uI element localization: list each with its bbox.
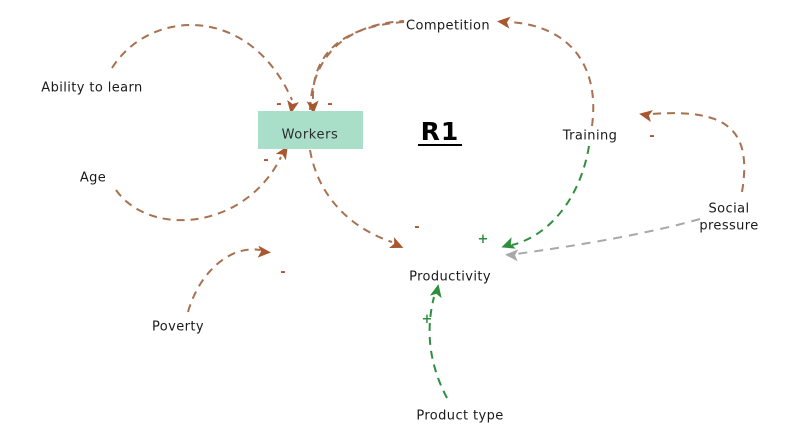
- node-label-product_type: Product type: [416, 409, 503, 424]
- arrowhead-shape: [497, 16, 511, 29]
- causal-link-competition-to-workers: [311, 21, 405, 100]
- arrowhead-poverty: [257, 245, 271, 258]
- node-label-competition: Competition: [406, 19, 490, 34]
- arrowhead-competition: [497, 16, 511, 29]
- causal-link-training-to-productivity: [511, 145, 590, 246]
- arrowhead-productivity-gray: [505, 249, 519, 262]
- causal-link-training-to-competition: [509, 21, 595, 127]
- loop-labels-layer: R1: [418, 117, 462, 146]
- node-label-social_pressure_l1: Social: [709, 202, 750, 217]
- polarity-sign-ability-to-workers: -: [276, 97, 281, 112]
- polarity-signs-layer: - - - - - + - +: [263, 97, 654, 327]
- arrowhead-productivity-bottom: [429, 284, 442, 299]
- node-label-ability: Ability to learn: [41, 81, 142, 96]
- causal-link-ability-to-workers: [111, 24, 293, 101]
- causal-link-workers-to-competition: [309, 20, 405, 111]
- polarity-sign-training-to-productivity: +: [478, 232, 489, 247]
- arrowhead-workers-bottom-left: [275, 146, 288, 161]
- polarity-sign-competition-to-workers: -: [327, 97, 332, 112]
- arrowhead-shape: [389, 237, 404, 249]
- causal-link-social-pressure-to-productivity: [515, 218, 701, 255]
- polarity-sign-age-to-workers: -: [263, 153, 268, 168]
- arrowhead-shape: [287, 100, 299, 114]
- node-label-productivity: Productivity: [409, 270, 491, 285]
- node-label-social_pressure_l2: pressure: [699, 219, 758, 234]
- arrowhead-shape: [429, 284, 442, 299]
- polarity-sign-workers-to-productivity: -: [414, 220, 419, 235]
- node-label-age: Age: [80, 171, 106, 186]
- node-boxes-layer: [258, 111, 363, 149]
- node-label-poverty: Poverty: [152, 320, 204, 335]
- arrowhead-productivity-left: [389, 237, 404, 249]
- node-label-workers: Workers: [282, 128, 339, 143]
- arrowheads-layer: [257, 16, 653, 299]
- arrowhead-workers-top-right: [306, 100, 319, 114]
- arrowhead-shape: [501, 237, 516, 249]
- arrowhead-shape: [306, 100, 319, 114]
- arrowhead-shape: [505, 249, 519, 262]
- node-label-training: Training: [562, 129, 618, 144]
- causal-link-social-pressure-to-training: [651, 112, 746, 193]
- polarity-sign-social-pressure-to-training: -: [649, 129, 654, 144]
- arrowhead-training: [639, 110, 653, 122]
- causal-link-workers-to-productivity: [309, 149, 393, 243]
- arrowhead-workers-top-left: [287, 100, 299, 114]
- causal-link-age-to-workers: [115, 156, 282, 222]
- polarity-sign-poverty-to-productivity: -: [280, 265, 285, 280]
- arrowhead-shape: [639, 110, 653, 122]
- node-box-workers: [258, 111, 363, 149]
- links-layer: [111, 20, 746, 399]
- arrowhead-shape: [257, 245, 271, 258]
- causal-link-poverty-to-productivity: [187, 248, 261, 313]
- arrowhead-shape: [275, 146, 288, 161]
- arrowhead-productivity-green: [501, 237, 516, 249]
- polarity-sign-product-type-to-productivity: +: [422, 312, 433, 327]
- loop-label-r1: R1: [421, 117, 460, 146]
